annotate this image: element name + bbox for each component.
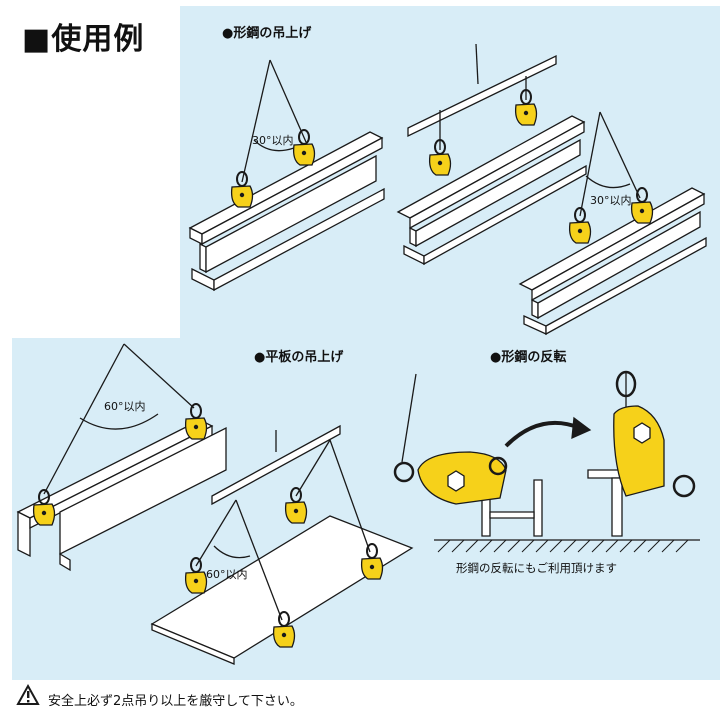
section-title-shape-steel-lifting: ●形鋼の吊上げ	[222, 26, 312, 41]
angle-label: 60°以内	[104, 400, 146, 413]
beam-lift-example-3	[518, 111, 707, 336]
warning-icon	[16, 683, 40, 705]
section-title-shape-steel-reversal: ●形鋼の反転	[490, 350, 567, 365]
reversal-caption: 形鋼の反転にもご利用頂けます	[456, 561, 617, 575]
angle-label: 60°以内	[206, 568, 248, 581]
beam-lift-example-1	[188, 59, 385, 292]
long-beam-lift-example	[16, 343, 227, 572]
angle-label: 30°以内	[590, 194, 632, 207]
reversal-example	[393, 370, 700, 553]
section-title-flat-plate-lifting: ●平板の吊上げ	[254, 350, 344, 365]
background-panel	[12, 6, 720, 720]
page-title: ■使用例	[22, 22, 145, 57]
safety-warning-text: 安全上必ず2点吊り以上を厳守して下さい。	[48, 694, 303, 709]
beam-lift-example-2	[396, 43, 587, 266]
angle-label: 30°以内	[252, 134, 294, 147]
flat-plate-lift-example	[150, 424, 414, 665]
